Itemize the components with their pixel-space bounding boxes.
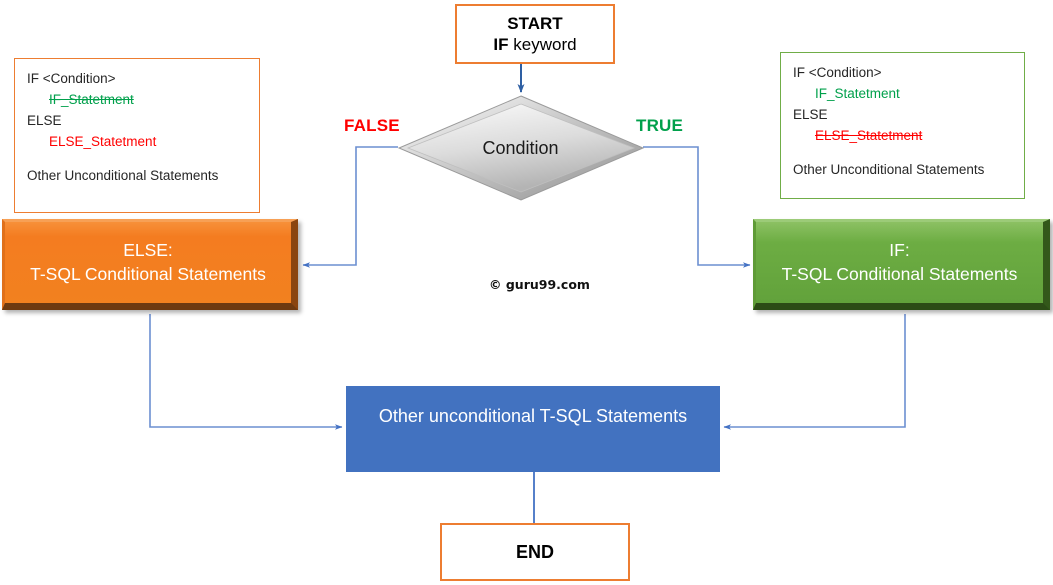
code-right-line1: IF <Condition>	[793, 65, 882, 80]
else-box-line2: T-SQL Conditional Statements	[30, 263, 266, 284]
branch-label-true: TRUE	[636, 116, 684, 135]
connector-if-to-other	[723, 314, 906, 430]
code-right-spacer	[793, 147, 1012, 160]
decision-diamond: Condition	[398, 96, 643, 200]
code-left-line3: ELSE	[27, 112, 62, 128]
code-left-if-statement: IF_Statetment	[49, 91, 134, 107]
start-keyword-rest: keyword	[508, 35, 577, 54]
watermark: © guru99.com	[489, 277, 590, 292]
if-process-box: IF: T-SQL Conditional Statements	[753, 219, 1050, 310]
start-title: START	[507, 13, 563, 33]
branch-label-false: FALSE	[344, 116, 400, 135]
connector-false-to-else	[302, 146, 398, 268]
code-right-if-statement: IF_Statetment	[815, 85, 900, 101]
connector-else-to-other	[149, 314, 343, 430]
else-box-line1: ELSE:	[123, 239, 173, 260]
other-statements-box: Other unconditional T-SQL Statements	[346, 386, 720, 472]
else-process-box: ELSE: T-SQL Conditional Statements	[2, 219, 298, 310]
if-box-line2: T-SQL Conditional Statements	[781, 263, 1018, 284]
code-right-other-statements: Other Unconditional Statements	[793, 161, 985, 177]
end-label: END	[515, 541, 554, 562]
code-left-other-statements: Other Unconditional Statements	[27, 167, 219, 183]
start-keyword: IF	[493, 35, 509, 54]
code-right-else-statement: ELSE_Statetment	[815, 127, 923, 143]
code-right-line3: ELSE	[793, 106, 828, 122]
other-statements-label: Other unconditional T-SQL Statements	[378, 406, 688, 426]
code-left-else-statement: ELSE_Statetment	[49, 133, 157, 149]
if-box-line1: IF:	[889, 239, 910, 260]
end-box: END	[440, 523, 630, 581]
connector-true-to-if	[643, 146, 751, 268]
decision-label: Condition	[482, 137, 559, 158]
start-subtitle: IF keyword	[493, 34, 576, 55]
code-box-true-branch: IF <Condition> IF_Statetment ELSE ELSE_S…	[780, 52, 1025, 199]
code-box-false-branch: IF <Condition> IF_Statetment ELSE ELSE_S…	[14, 58, 260, 213]
code-left-spacer	[27, 153, 247, 166]
start-box: START IF keyword	[455, 4, 615, 64]
code-left-line1: IF <Condition>	[27, 71, 116, 86]
